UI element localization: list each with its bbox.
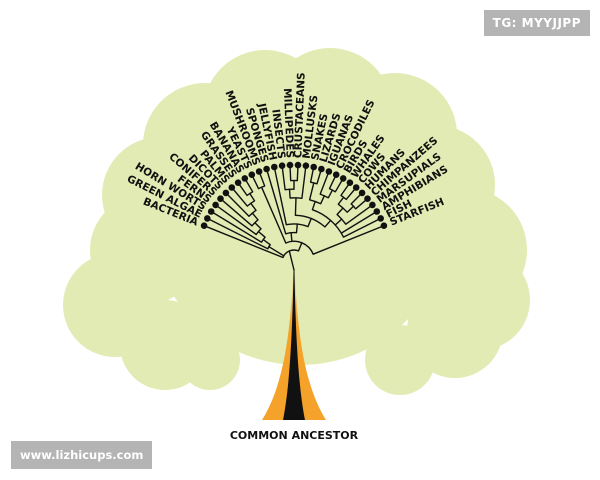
branch-segment — [214, 204, 257, 236]
leaf-label-crustaceans: CRUSTACEANS — [292, 72, 307, 158]
watermark-website: www.lizhicups.com — [11, 441, 153, 469]
branch-segment — [319, 170, 330, 195]
branch-segment — [307, 217, 312, 228]
branch-segment — [334, 218, 343, 226]
branch-segment — [290, 232, 293, 243]
branch-segment — [273, 166, 287, 226]
tree-trunk — [262, 270, 326, 420]
leaf-node-dot — [377, 215, 385, 222]
branch-segment — [225, 192, 250, 218]
leaf-node-dot — [332, 171, 340, 178]
leaf-node-dot — [241, 175, 249, 182]
branch-segment — [346, 205, 355, 213]
leaf-node-dot — [373, 208, 381, 215]
leaf-node-dot — [271, 163, 278, 171]
leaf-node-dot — [234, 179, 242, 186]
branch-segment — [206, 217, 269, 250]
branch-segment — [336, 207, 344, 216]
branch-segment — [345, 204, 374, 225]
watermark-telegram: TG: MYYJJPP — [483, 10, 590, 36]
branch-arc — [295, 214, 326, 228]
branch-segment — [251, 212, 259, 221]
leaf-label-millipedes: MILLIPEDES — [281, 88, 296, 158]
branch-segment — [254, 221, 262, 230]
leaf-node-dot — [278, 162, 286, 169]
branch-arc — [285, 240, 314, 255]
branch-segment — [219, 197, 253, 227]
leaf-node-dot — [325, 168, 333, 175]
branch-segment — [308, 182, 315, 201]
leaf-node-dot — [346, 179, 354, 186]
branch-segment — [281, 164, 286, 191]
branch-segment — [340, 210, 378, 234]
leaf-node-dot — [207, 208, 215, 215]
leaf-node-dot — [310, 163, 318, 171]
branch-segment — [250, 202, 257, 212]
branches — [203, 164, 385, 271]
leaf-node-dot — [352, 184, 360, 191]
branch-segment — [311, 200, 316, 211]
branch-segment — [288, 250, 295, 271]
branch-segment — [231, 186, 249, 207]
leaf-node-dot — [364, 195, 371, 202]
leaf-node-dot — [248, 171, 256, 178]
branch-segment — [203, 224, 284, 259]
leaf-node-dot — [318, 165, 325, 173]
leaf-node-dot — [339, 175, 347, 182]
leaf-node-dot — [358, 189, 366, 197]
leaf-node-dot — [204, 215, 211, 222]
leaf-node-dot — [222, 189, 230, 197]
branch-segment — [210, 210, 263, 243]
leaf-node-dot — [200, 222, 208, 229]
branch-segment — [288, 188, 291, 199]
branch-segment — [295, 223, 298, 234]
leaf-node-dot — [286, 161, 294, 169]
branch-segment — [260, 186, 287, 244]
leaf-node-dot — [369, 201, 376, 209]
leaf-node-dot — [263, 165, 270, 173]
branch-segment — [342, 217, 382, 238]
branch-segment — [265, 168, 287, 235]
branch-segment — [297, 242, 303, 252]
leaf-node-dot — [380, 222, 388, 229]
leaf-node-dot — [302, 162, 310, 169]
branch-arc — [285, 188, 295, 191]
leaf-node-dot — [217, 195, 224, 202]
branch-segment — [301, 164, 307, 200]
leaf-node-dot — [255, 168, 263, 175]
branch-segment — [327, 189, 334, 199]
branch-segment — [312, 224, 385, 255]
branch-segment — [337, 196, 345, 205]
branch-arc — [286, 223, 309, 228]
leaf-node-dot — [228, 184, 236, 191]
trunk-inner — [283, 270, 305, 420]
branch-segment — [262, 238, 271, 246]
leaf-node-dot — [212, 201, 219, 209]
leaf-node-dot — [294, 161, 302, 169]
branch-segment — [320, 195, 325, 205]
branch-segment — [294, 197, 297, 217]
branch-arc — [312, 209, 345, 238]
branch-segment — [268, 245, 285, 257]
root-label: COMMON ANCESTOR — [230, 429, 359, 442]
branch-segment — [249, 192, 256, 202]
branch-segment — [257, 230, 266, 238]
tree-canopy — [63, 48, 530, 395]
branch-segment — [324, 219, 332, 228]
